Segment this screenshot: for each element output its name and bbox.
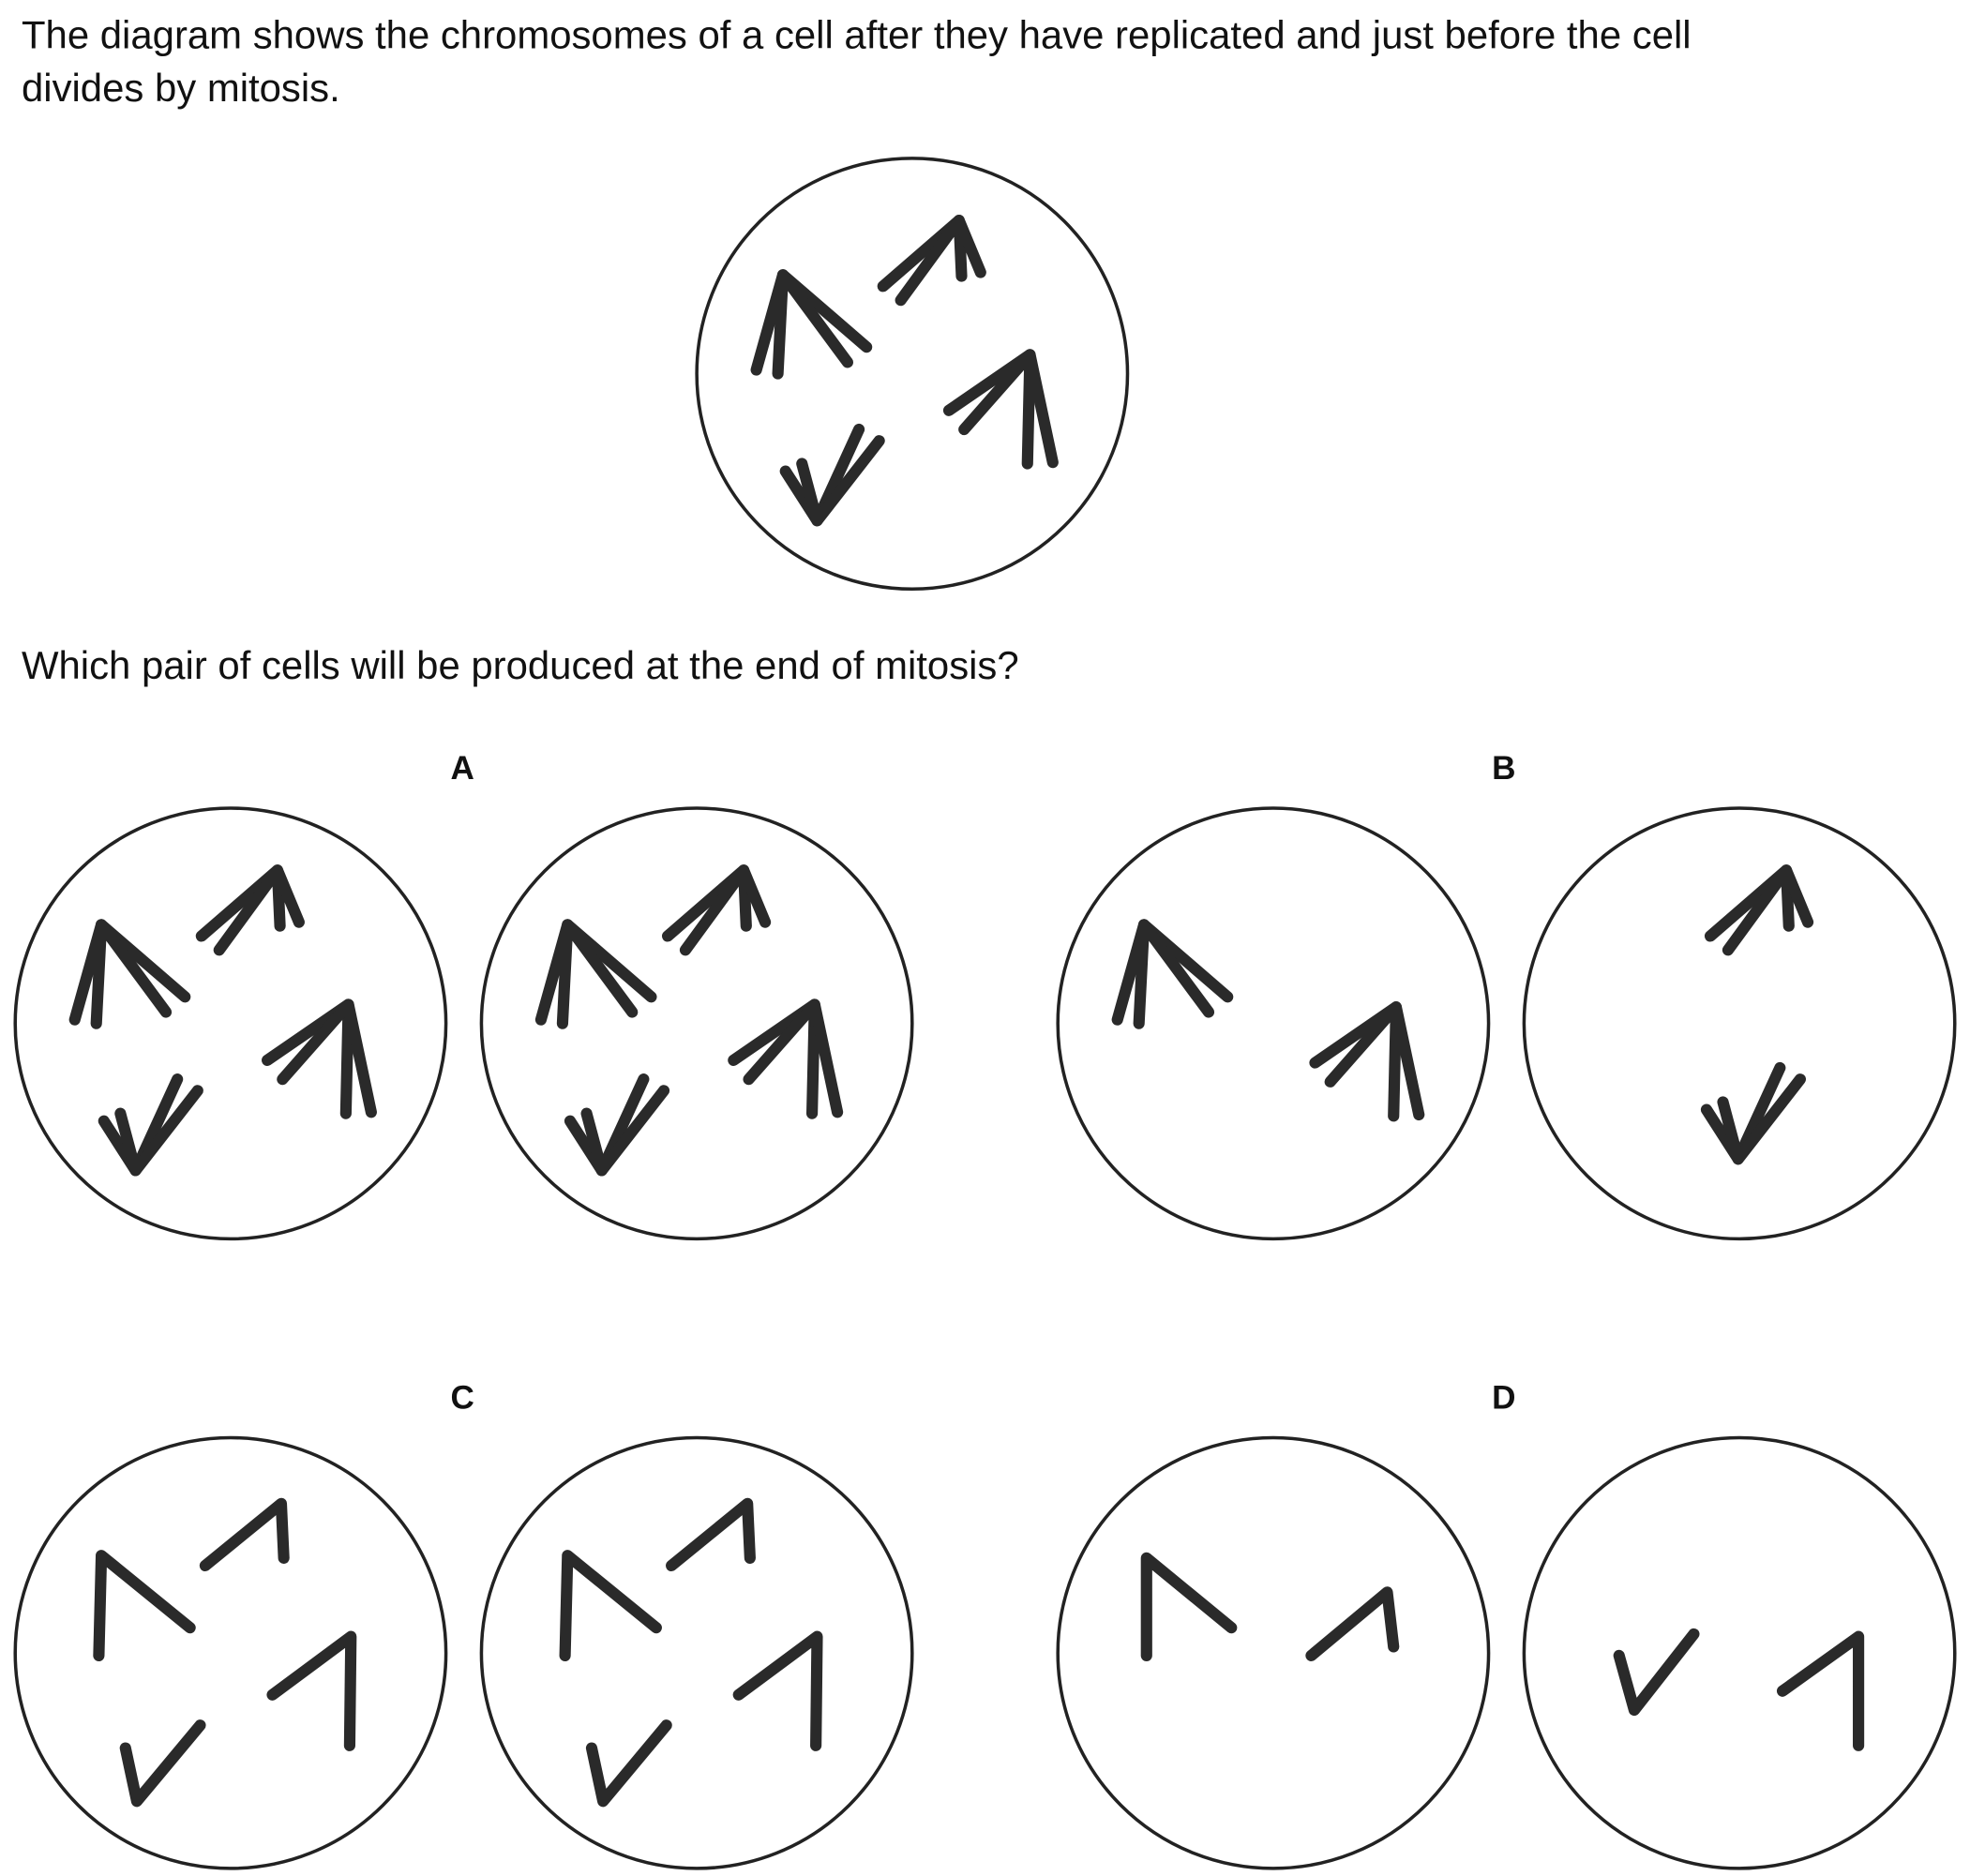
chromatid bbox=[1717, 1073, 1807, 1165]
replicated-chromosome bbox=[779, 423, 885, 527]
chromatid bbox=[772, 269, 853, 380]
cell-membrane bbox=[479, 1435, 914, 1870]
option-d[interactable]: D bbox=[1056, 1379, 1957, 1870]
cell-membrane bbox=[479, 806, 914, 1241]
option-a-label[interactable]: A bbox=[450, 750, 474, 787]
parent-cell bbox=[695, 157, 1130, 592]
chromatid bbox=[1324, 1001, 1425, 1121]
replicated-chromosome bbox=[98, 1073, 203, 1177]
chromatid bbox=[1133, 919, 1215, 1029]
single-chromosome bbox=[732, 1630, 823, 1751]
chromatid bbox=[114, 1085, 203, 1177]
single-chromosome bbox=[1776, 1630, 1865, 1751]
replicated-chromosome bbox=[750, 269, 873, 380]
single-chromosome bbox=[1613, 1628, 1700, 1717]
chromatid bbox=[743, 998, 844, 1118]
replicated-chromosome bbox=[942, 349, 1059, 470]
replicated-chromosome bbox=[1309, 1001, 1425, 1122]
option-c-cell-1 bbox=[13, 1435, 448, 1870]
option-a-cell-1 bbox=[13, 806, 448, 1241]
chromatid bbox=[796, 435, 885, 527]
cell-membrane bbox=[1522, 1435, 1957, 1870]
parent-cell-diagram bbox=[695, 157, 1130, 592]
cell-membrane bbox=[13, 806, 448, 1241]
replicated-chromosome bbox=[1111, 919, 1234, 1029]
intro-text-line-1: The diagram shows the chromosomes of a c… bbox=[22, 12, 1692, 56]
cell-membrane bbox=[1056, 806, 1491, 1241]
replicated-chromosome bbox=[1700, 1061, 1807, 1165]
single-chromosome bbox=[559, 1550, 662, 1661]
option-c[interactable]: C bbox=[13, 1379, 914, 1870]
cell-membrane bbox=[695, 157, 1130, 592]
replicated-chromosome bbox=[877, 215, 986, 307]
single-chromosome bbox=[199, 1497, 290, 1572]
intro-text-line-2: divides by mitosis. bbox=[22, 66, 340, 110]
option-d-label[interactable]: D bbox=[1492, 1379, 1515, 1416]
chromatid bbox=[213, 864, 305, 956]
option-c-label[interactable]: C bbox=[450, 1379, 474, 1416]
option-d-cell-2 bbox=[1522, 1435, 1957, 1870]
replicated-chromosome bbox=[728, 998, 844, 1119]
chromatid bbox=[895, 215, 986, 307]
option-c-cell-2 bbox=[479, 1435, 914, 1870]
chromatid bbox=[1722, 864, 1814, 956]
option-b-cell-2 bbox=[1522, 806, 1957, 1241]
replicated-chromosome bbox=[564, 1073, 670, 1177]
replicated-chromosome bbox=[1704, 864, 1814, 956]
option-a[interactable]: A bbox=[13, 750, 914, 1241]
chromatid bbox=[679, 864, 772, 956]
chromatid bbox=[90, 919, 173, 1029]
single-chromosome bbox=[585, 1719, 672, 1808]
single-chromosome bbox=[1305, 1586, 1400, 1661]
single-chromosome bbox=[119, 1719, 206, 1808]
cell-membrane bbox=[13, 1435, 448, 1870]
option-a-cell-2 bbox=[479, 806, 914, 1241]
single-chromosome bbox=[93, 1550, 196, 1661]
cell-membrane bbox=[1056, 1435, 1491, 1870]
replicated-chromosome bbox=[661, 864, 772, 956]
chromatid bbox=[556, 919, 639, 1029]
single-chromosome bbox=[666, 1497, 756, 1572]
replicated-chromosome bbox=[534, 919, 657, 1029]
single-chromosome bbox=[1140, 1552, 1238, 1661]
cell-membrane bbox=[1522, 806, 1957, 1241]
option-d-cell-1 bbox=[1056, 1435, 1491, 1870]
chromatid bbox=[958, 349, 1059, 469]
option-b-cell-1 bbox=[1056, 806, 1491, 1241]
replicated-chromosome bbox=[68, 919, 191, 1029]
replicated-chromosome bbox=[262, 998, 377, 1119]
replicated-chromosome bbox=[195, 864, 305, 956]
single-chromosome bbox=[266, 1630, 357, 1751]
option-b[interactable]: B bbox=[1056, 750, 1957, 1241]
question-prompt: Which pair of cells will be produced at … bbox=[22, 643, 1019, 687]
chromatid bbox=[580, 1085, 670, 1177]
chromatid bbox=[277, 998, 377, 1118]
option-b-label[interactable]: B bbox=[1492, 750, 1515, 787]
